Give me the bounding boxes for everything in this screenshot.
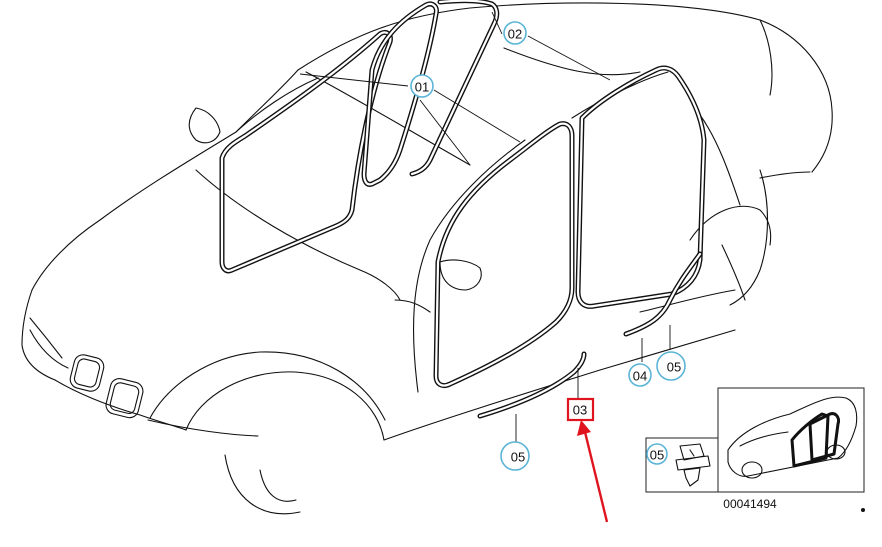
car-body-outline [21,2,833,515]
leader-lines [299,11,671,444]
door-frame-seals [433,65,707,389]
callout-04[interactable]: 04 [628,363,652,387]
callout-05-rear-sill[interactable]: 05 [656,351,686,381]
car-thumbnail-icon [727,396,858,479]
callout-05-front-sill[interactable]: 05 [500,441,530,471]
front-window-seals [219,0,500,274]
callout-05-front-label: 05 [511,450,525,465]
callout-01[interactable]: 01 [410,74,434,98]
callout-02[interactable]: 02 [503,21,527,45]
trim-clip-icon [675,443,711,487]
callout-02-label: 02 [508,27,522,42]
red-arrow-icon [577,420,609,523]
callout-01-label: 01 [415,80,429,95]
corner-dot [861,508,865,512]
inset-callout-05-label: 05 [650,448,664,463]
diagram-code-text: 00041494 [723,497,777,511]
callout-05-rear-label: 05 [667,360,681,375]
callout-03-label: 03 [573,403,587,418]
inset-car-panel: 00041494 [717,387,865,512]
callout-04-label: 04 [633,369,647,384]
callout-03-highlighted[interactable]: 03 [566,397,595,422]
inset-clip-panel: 05 [645,437,719,493]
sill-trims [477,251,703,419]
